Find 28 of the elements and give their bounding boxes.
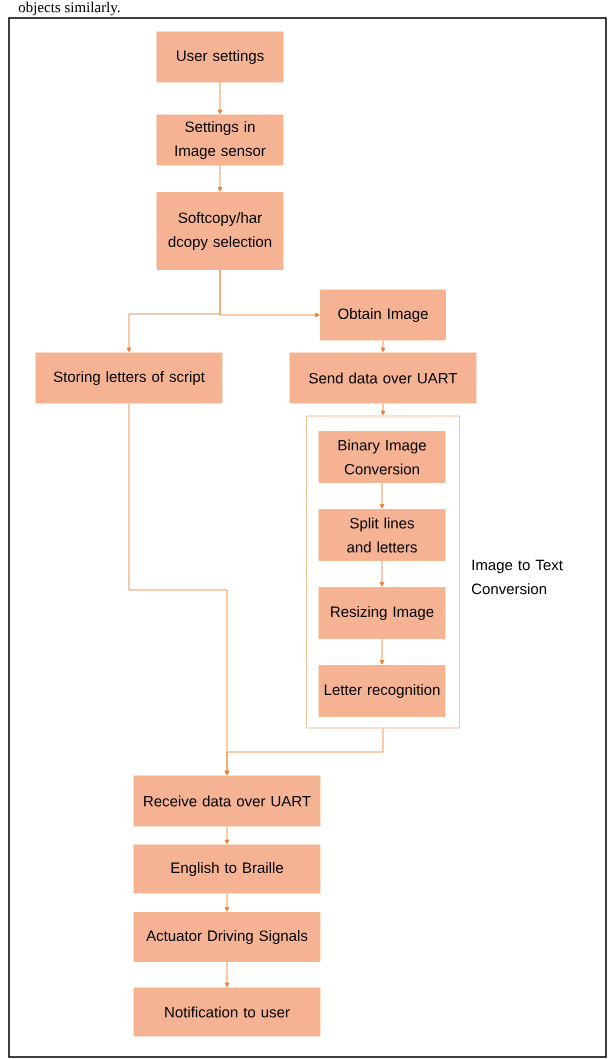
arrow [379,638,385,665]
arrow [379,560,385,587]
process-box: Send data over UART [289,352,477,404]
arrow [379,482,385,509]
process-box: Softcopy/har dcopy selection [156,192,284,270]
process-box: Notification to user [133,987,321,1037]
arrow [224,961,230,988]
arrow [224,893,230,912]
arrow [224,728,384,776]
caption-text: objects similarly. [18,1,120,16]
process-box: User settings [156,31,284,83]
process-box: Receive data over UART [133,775,321,827]
arrow [224,826,230,845]
arrow [380,403,386,416]
process-box: Letter recognition [318,665,446,717]
process-box: Binary Image Conversion [318,431,446,483]
arrow [217,82,223,115]
arrow [217,165,223,192]
process-box: English to Braille [133,844,321,894]
process-box: Actuator Driving Signals [133,912,321,962]
process-box: Split lines and letters [318,509,446,561]
process-box: Settings in Image sensor [156,114,284,166]
arrow [380,340,386,353]
arrow [126,269,221,353]
process-box: Resizing Image [318,587,446,639]
process-box: Storing letters of script [35,352,223,404]
process-box: Obtain Image [320,289,446,341]
group-heading: Image to Text Conversion [471,559,563,595]
